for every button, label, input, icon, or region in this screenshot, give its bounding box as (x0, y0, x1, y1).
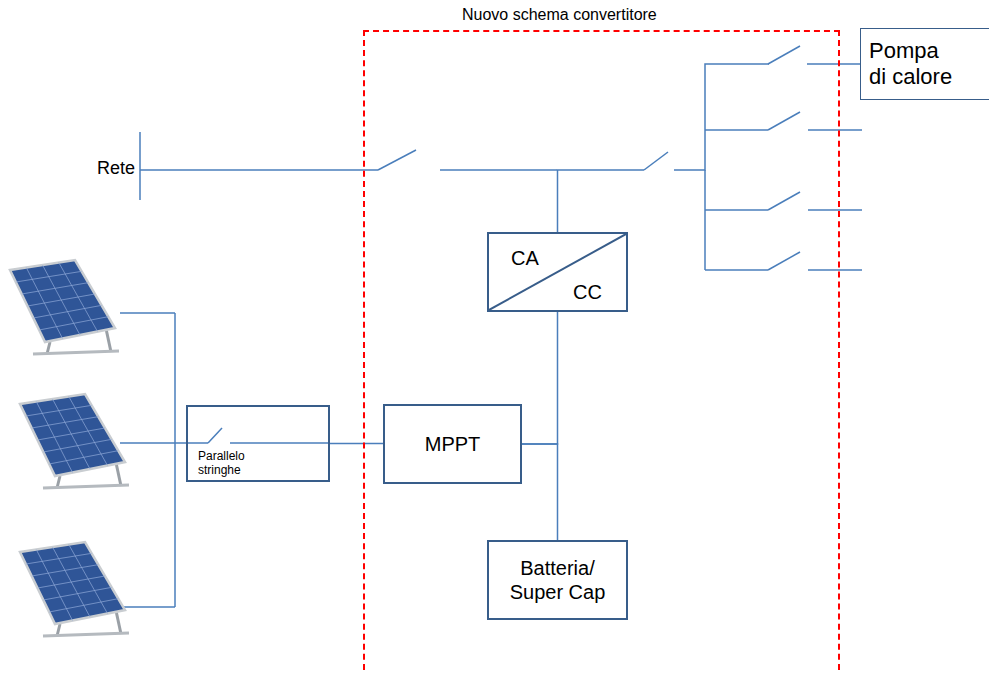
box-label: MPPT (425, 432, 481, 456)
panel-grid (33, 305, 101, 318)
branch-wire (808, 269, 862, 271)
panel-surface (20, 394, 125, 476)
panel-surface (20, 542, 125, 624)
load-box: Pompa di calore (860, 28, 989, 100)
panel-grid (16, 271, 82, 282)
panel-grid (28, 294, 96, 306)
panel-grid (22, 283, 89, 294)
string-wire (174, 313, 176, 607)
converter-region: Nuovo schema convertitoreCACCMPPTBatteri… (363, 30, 840, 673)
string-wire (120, 312, 175, 314)
string-wire (230, 442, 330, 444)
string-wire (120, 606, 175, 608)
grid-wire (440, 169, 557, 171)
diagonal-divider (489, 234, 626, 310)
storage-box: Batteria/ Super Cap (487, 540, 628, 620)
branch-wire (808, 209, 862, 211)
panel-base (43, 485, 129, 488)
switch-symbol (644, 152, 668, 170)
box-label: Pompa di calore (869, 38, 957, 90)
panel-grid (39, 317, 108, 330)
grid-wire (140, 169, 378, 171)
wire-connector (522, 444, 558, 540)
panel-grid (43, 439, 111, 452)
box-label: Batteria/ Super Cap (505, 556, 610, 604)
box-label: Parallelo stringhe (198, 449, 256, 477)
branch-wire (705, 129, 768, 131)
panel-base (43, 633, 129, 636)
switch-symbol (768, 252, 800, 270)
solar-panel (10, 260, 119, 354)
panel-grid (49, 599, 118, 612)
switch-symbol (768, 192, 800, 210)
box-label: CA (511, 246, 539, 270)
wire-connector (330, 443, 383, 445)
inverter-box: CA CC (487, 232, 628, 312)
region-title: Nuovo schema convertitore (462, 5, 657, 25)
box-label: CC (573, 280, 602, 304)
switch-symbol (768, 112, 800, 130)
panel-grid (26, 405, 92, 416)
wire-connector (522, 312, 558, 444)
string-combiner-box: Parallelo stringhe (186, 405, 330, 482)
string-wire (120, 442, 186, 444)
panel-base (33, 351, 119, 354)
branch-wire (705, 269, 768, 271)
switch-symbol (378, 150, 416, 170)
line-label: Rete (97, 157, 135, 179)
panel-grid (38, 428, 106, 440)
grid-bar (139, 132, 141, 200)
panel-surface (10, 260, 115, 342)
panel-grid (26, 553, 92, 564)
panel-grid (32, 565, 99, 576)
mppt-box: MPPT (383, 404, 522, 484)
solar-panel (20, 394, 129, 488)
solar-panel (20, 542, 129, 636)
panel-grid (43, 587, 111, 600)
panel-grid (49, 451, 118, 464)
string-wire (186, 442, 208, 444)
wire-connector (558, 64, 861, 232)
switch-symbol (768, 46, 800, 64)
branch-wire (808, 129, 862, 131)
load-bus (704, 170, 706, 270)
branch-wire (705, 209, 768, 211)
panel-grid (38, 576, 106, 588)
panel-grid (32, 417, 99, 428)
switch-symbol (208, 428, 222, 443)
